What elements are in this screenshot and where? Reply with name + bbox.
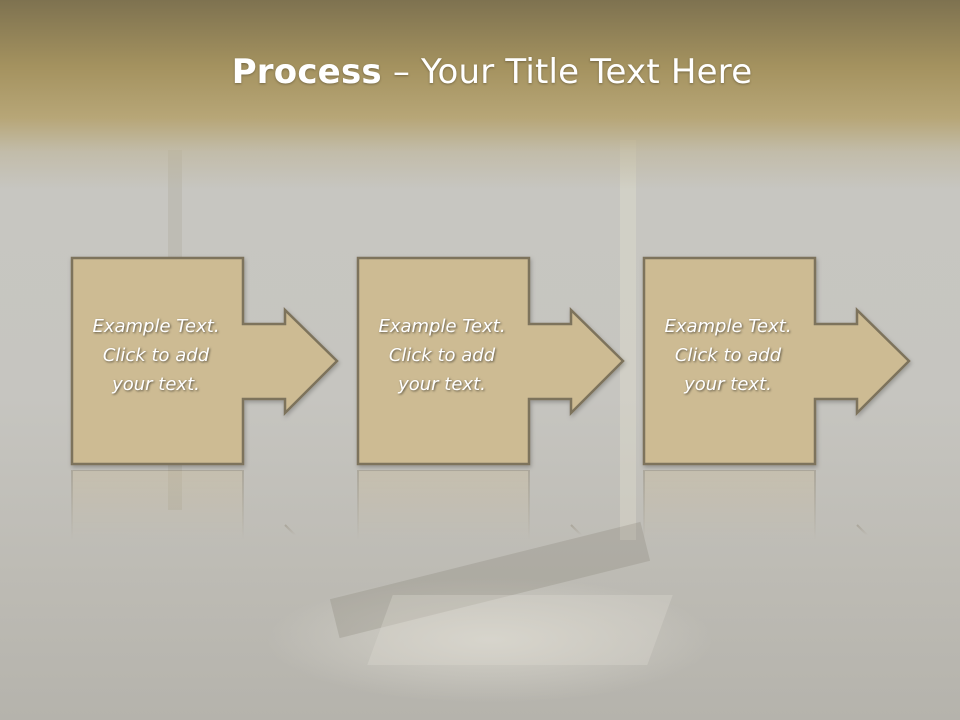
- title-rest: – Your Title Text Here: [381, 52, 753, 92]
- process-step-2[interactable]: Example Text. Click to add your text.: [356, 256, 636, 471]
- step-text: Example Text. Click to add your text.: [70, 312, 242, 399]
- step-text: Example Text. Click to add your text.: [356, 312, 528, 399]
- step-text: Example Text. Click to add your text.: [642, 312, 814, 399]
- slide-title[interactable]: Process – Your Title Text Here: [0, 52, 960, 92]
- step-text-line: Click to add: [102, 345, 210, 366]
- reflection-shape: [643, 470, 868, 540]
- process-step-1[interactable]: Example Text. Click to add your text.: [70, 256, 350, 471]
- reflection-shape: [71, 470, 296, 540]
- step-arrow-shape: [70, 256, 339, 466]
- step-text-line: your text.: [684, 374, 772, 395]
- step-reflection: [70, 470, 350, 540]
- step-text-line: your text.: [398, 374, 486, 395]
- step-reflection: [642, 470, 922, 540]
- header-band: [0, 0, 960, 190]
- step-arrow-shape: [356, 256, 625, 466]
- process-step-3[interactable]: Example Text. Click to add your text.: [642, 256, 922, 471]
- step-text-line: Example Text.: [378, 316, 506, 337]
- step-text-line: Click to add: [388, 345, 496, 366]
- step-text-line: Example Text.: [664, 316, 792, 337]
- step-reflection: [356, 470, 636, 540]
- background-beam: [367, 595, 673, 665]
- step-text-line: Example Text.: [92, 316, 220, 337]
- step-text-line: your text.: [112, 374, 200, 395]
- background-beam: [620, 140, 636, 540]
- step-text-line: Click to add: [674, 345, 782, 366]
- title-bold: Process: [231, 52, 382, 92]
- step-arrow-shape: [642, 256, 911, 466]
- reflection-shape: [357, 470, 582, 540]
